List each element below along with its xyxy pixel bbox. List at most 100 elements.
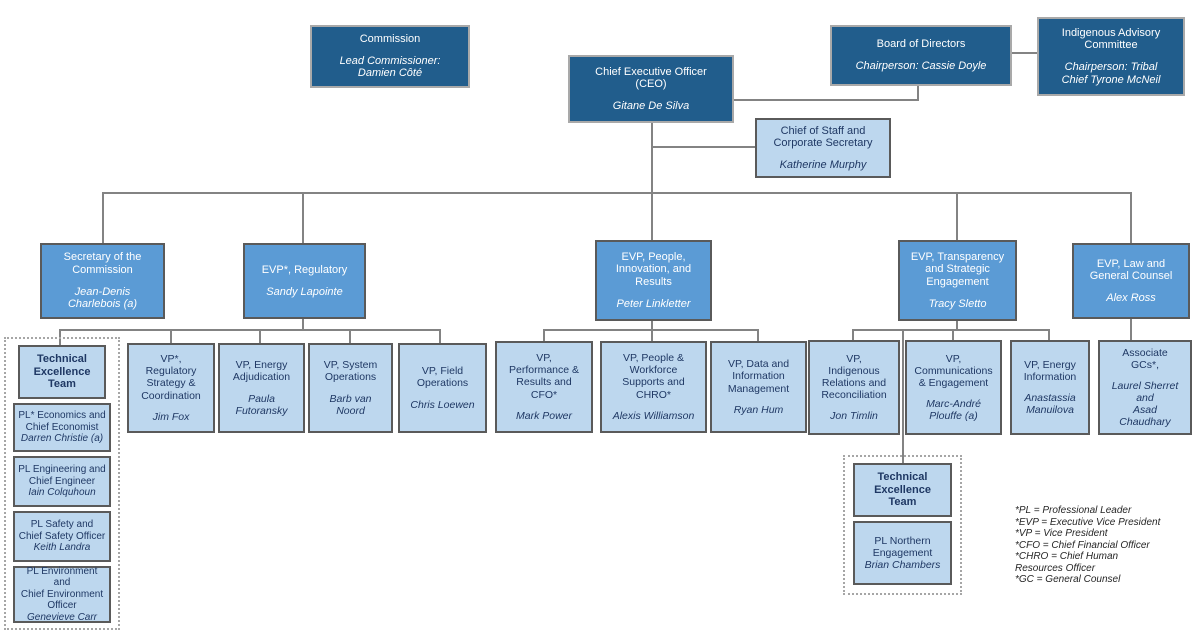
node-title: PL Engineering and Chief Engineer (18, 464, 106, 487)
connector-drop-vp-field-ops (439, 329, 441, 343)
node-pl-northern-engagement: PL Northern Engagement Brian Chambers (853, 521, 952, 585)
node-vp-indigenous-relations: VP, Indigenous Relations and Reconciliat… (808, 340, 900, 435)
node-person: Genevieve Carr (26, 611, 98, 623)
connector-drop-vp-comms (952, 329, 954, 340)
node-title: EVP, Law and General Counsel (1089, 257, 1173, 283)
node-person: Tracy Sletto (928, 297, 987, 310)
node-title: VP, System Operations (323, 359, 378, 384)
node-title: EVP, People, Innovation, and Results (615, 250, 692, 288)
legend-line: *EVP = Executive Vice President (1015, 516, 1161, 528)
connector-feed-people (651, 318, 653, 331)
node-title: Chief of Staff and Corporate Secretary (773, 124, 873, 150)
node-vp-energy-information: VP, Energy Information Anastassia Manuil… (1010, 340, 1090, 435)
node-person: Marc-André Plouffe (a) (926, 398, 981, 423)
node-evp-regulatory: EVP*, Regulatory Sandy Lapointe (243, 243, 366, 319)
connector-ceo-v (651, 123, 653, 241)
connector-feed-regulatory (302, 317, 304, 331)
node-person: Alexis Williamson (612, 409, 695, 422)
connector-drop-vp-data (757, 329, 759, 341)
node-title: VP, Data and Information Management (727, 358, 790, 395)
node-title: PL Environment and Chief Environment Off… (20, 565, 104, 612)
node-person: Paula Futoransky (235, 392, 288, 417)
node-commission: Commission Lead Commissioner: Damien Côt… (310, 25, 470, 88)
node-title: Board of Directors (876, 38, 966, 51)
node-person: Sandy Lapointe (266, 285, 343, 298)
legend-line: *CFO = Chief Financial Officer (1015, 539, 1150, 551)
node-person: Peter Linkletter (616, 297, 691, 310)
node-title: Commission (359, 33, 421, 46)
node-person: Mark Power (515, 409, 572, 422)
node-vp-communications-engagement: VP, Communications & Engagement Marc-And… (905, 340, 1002, 435)
node-indigenous-advisory-committee: Indigenous Advisory Committee Chairperso… (1037, 17, 1185, 96)
node-pl-engineering: PL Engineering and Chief Engineer Iain C… (13, 456, 111, 507)
connector-trunk-h (102, 192, 1132, 194)
node-person: Brian Chambers (864, 559, 941, 572)
node-tet-left-header: Technical Excellence Team (18, 345, 106, 399)
node-pl-economics: PL* Economics and Chief Economist Darren… (13, 403, 111, 452)
node-person: Anastassia Manuilova (1024, 392, 1076, 417)
node-title: VP, Energy Information (1023, 358, 1077, 383)
connector-drop-evp-transparency (956, 192, 958, 240)
node-title: VP, People & Workforce Supports and CHRO… (622, 352, 685, 401)
node-person: Chris Loewen (410, 398, 475, 411)
connector-drop-tet-bottom (902, 329, 904, 463)
node-title: PL Safety and Chief Safety Officer (18, 519, 106, 542)
technical-excellence-team-left-container (4, 337, 120, 630)
node-person: Jon Timlin (830, 410, 878, 423)
node-title: EVP*, Regulatory (261, 263, 348, 276)
node-vp-performance-results-cfo: VP, Performance & Results and CFO* Mark … (495, 341, 593, 433)
connector-drop-vp-system-ops (349, 329, 351, 343)
connector-chief-of-staff-h (651, 146, 755, 148)
node-pl-environment: PL Environment and Chief Environment Off… (13, 566, 111, 623)
legend-line: Resources Officer (1015, 562, 1096, 574)
connector-drop-vp-reg-strategy (170, 329, 172, 343)
connector-board-ceo-h (734, 99, 919, 101)
node-vp-energy-adjudication: VP, Energy Adjudication Paula Futoransky (218, 343, 305, 433)
node-title: Associate GCs*, (1122, 346, 1168, 371)
connector-feed-transparency (956, 318, 958, 331)
node-vp-system-operations: VP, System Operations Barb van Noord (308, 343, 393, 433)
node-vp-people-workforce-chro: VP, People & Workforce Supports and CHRO… (600, 341, 707, 433)
node-evp-transparency-strategic-engagement: EVP, Transparency and Strategic Engageme… (898, 240, 1017, 321)
connector-drop-vp-energy-info (1048, 329, 1050, 340)
node-title: Indigenous Advisory Committee (1061, 26, 1161, 52)
connector-drop-vp-indigenous (852, 329, 854, 340)
node-person: Barb van Noord (329, 392, 372, 417)
connector-bus-transparency (852, 329, 1050, 331)
node-title: Technical Excellence Team (33, 353, 91, 391)
node-person: Lead Commissioner: Damien Côté (339, 54, 441, 80)
node-title: EVP, Transparency and Strategic Engageme… (910, 250, 1005, 288)
legend: *PL = Professional Leader *EVP = Executi… (1015, 505, 1190, 586)
node-title: PL* Economics and Chief Economist (18, 410, 106, 433)
node-person: Jean-Denis Charlebois (a) (67, 285, 138, 311)
node-evp-law-general-counsel: EVP, Law and General Counsel Alex Ross (1072, 243, 1190, 319)
node-person: Jim Fox (152, 410, 190, 423)
node-person: Darren Christie (a) (20, 433, 104, 445)
node-person: Laurel Sherret and Asad Chaudhary (1111, 379, 1179, 429)
node-secretary-of-commission: Secretary of the Commission Jean-Denis C… (40, 243, 165, 319)
node-title: VP, Performance & Results and CFO* (508, 352, 580, 401)
node-person: Alex Ross (1106, 291, 1156, 304)
connector-drop-secretary (102, 192, 104, 243)
connector-drop-evp-regulatory (302, 192, 304, 243)
node-vp-field-operations: VP, Field Operations Chris Loewen (398, 343, 487, 433)
connector-drop-vp-people-workforce (651, 329, 653, 341)
technical-excellence-team-bottom-container (843, 455, 962, 595)
node-person: Iain Colquhoun (28, 487, 96, 499)
node-person: Chairperson: Tribal Chief Tyrone McNeil (1061, 61, 1161, 86)
connector-drop-evp-law (1130, 192, 1132, 243)
legend-line: *PL = Professional Leader (1015, 505, 1132, 516)
node-title: VP, Field Operations (416, 365, 469, 390)
node-chief-of-staff: Chief of Staff and Corporate Secretary K… (755, 118, 891, 178)
node-title: Technical Excellence Team (874, 471, 931, 509)
node-vp-regulatory-strategy: VP*, Regulatory Strategy & Coordination … (127, 343, 215, 433)
node-ceo: Chief Executive Officer (CEO) Gitane De … (568, 55, 734, 123)
node-tet-bottom-header: Technical Excellence Team (853, 463, 952, 517)
connector-board-elbow-v (917, 86, 919, 101)
legend-line: *GC = General Counsel (1015, 574, 1121, 585)
node-person: Gitane De Silva (612, 99, 690, 112)
node-title: VP*, Regulatory Strategy & Coordination (141, 353, 201, 402)
node-title: PL Northern Engagement (872, 534, 933, 559)
node-person: Katherine Murphy (779, 158, 867, 171)
